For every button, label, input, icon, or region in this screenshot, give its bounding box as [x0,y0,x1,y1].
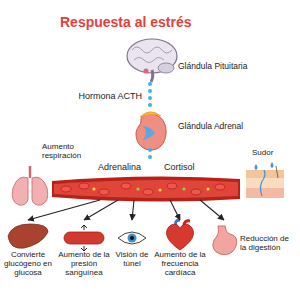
organ-label: Sudor [252,148,288,157]
organ-label: Aumento respiración [42,142,92,160]
eye-icon [118,232,146,244]
brain-shape [127,39,177,73]
skin-layer [246,188,284,198]
organ-label: Aumento de la frecuencia cardíaca [152,250,208,278]
hormone-flow [148,84,152,108]
heart-shape [167,224,194,250]
blood-cell [79,183,89,189]
hormone-flow [148,150,152,160]
effect-arrow [170,200,180,220]
pressure-arrow [81,225,87,230]
effect-arrow [132,200,134,220]
brain-fold [132,47,172,53]
blood-cell [191,189,201,195]
vessel-segment [64,232,104,244]
blood-cell [61,186,71,192]
hormone-dot [158,188,161,191]
diagram-title: Respuesta al estrés [60,14,192,30]
sweat-drop [271,162,274,168]
organ-label: Adrenalina [98,162,154,172]
eye-shape [118,232,146,244]
brain-icon [127,39,177,82]
stomach-icon [213,226,237,255]
blood-cell [215,184,225,190]
organ-node: Sudor [242,148,296,204]
effect-arrow [84,200,118,220]
kidney-icon [136,112,166,150]
liver-icon [8,224,48,248]
organ-node: Glándula Pituitaria [126,36,270,84]
blood-cell [121,183,131,189]
organ-node: Adrenalina Cortisol [96,160,212,200]
blood-vessel [52,176,240,201]
hormone-dot [182,187,185,190]
pituitary-dot [143,68,148,73]
organ-node: Aumento respiración [8,142,94,208]
organ-node: Aumento de la frecuencia cardíaca [152,220,209,294]
pupil [130,236,134,240]
vessel-inside [54,180,238,198]
sweat-drop [255,164,258,170]
organ-label: Glándula Pituitaria [178,62,268,72]
heart-icon [167,220,194,250]
skin-layer [246,178,284,188]
effect-arrow [200,200,224,220]
brain-stem [151,70,153,82]
cerebellum [158,63,174,73]
organ-label: Convierte glucógeno en glucosa [3,250,53,278]
adrenal-cap [140,112,161,117]
pressure-icon [64,225,104,251]
edge-label: Hormona ACTH [77,91,143,101]
kidney-shape [136,114,166,150]
iris [128,234,137,243]
hormone-dot [92,187,95,190]
organ-label: Reducción de la digestión [240,234,296,252]
kidney-pelvis [143,126,155,140]
blood-cell [99,189,109,195]
organ-label: Visión de túnel [114,250,150,268]
hormone-dot [206,187,209,190]
skin-icon [246,162,284,198]
organ-label: Aumento de la presión sanguínea [56,250,112,278]
sweat-duct [260,170,265,196]
brain-fold [134,58,164,63]
hair [276,166,278,178]
organ-node: Reducción de la digestión [210,220,297,266]
organ-label: Glándula Adrenal [178,122,258,132]
organ-node: Convierte glucógeno en glucosa [3,220,54,294]
organ-node: Visión de túnel [114,220,151,294]
organ-node: Aumento de la presión sanguínea [56,220,113,294]
organ-label: Cortisol [164,162,210,172]
blood-cell [167,183,177,189]
lung-lobe [32,177,48,205]
organ-node: Glándula Adrenal [132,108,260,150]
hormone-dot [136,187,139,190]
trachea [29,166,32,178]
blood-cell [143,189,153,195]
lung-lobe [12,177,28,205]
vessel-wall [52,176,240,201]
lungs-icon [12,166,48,205]
